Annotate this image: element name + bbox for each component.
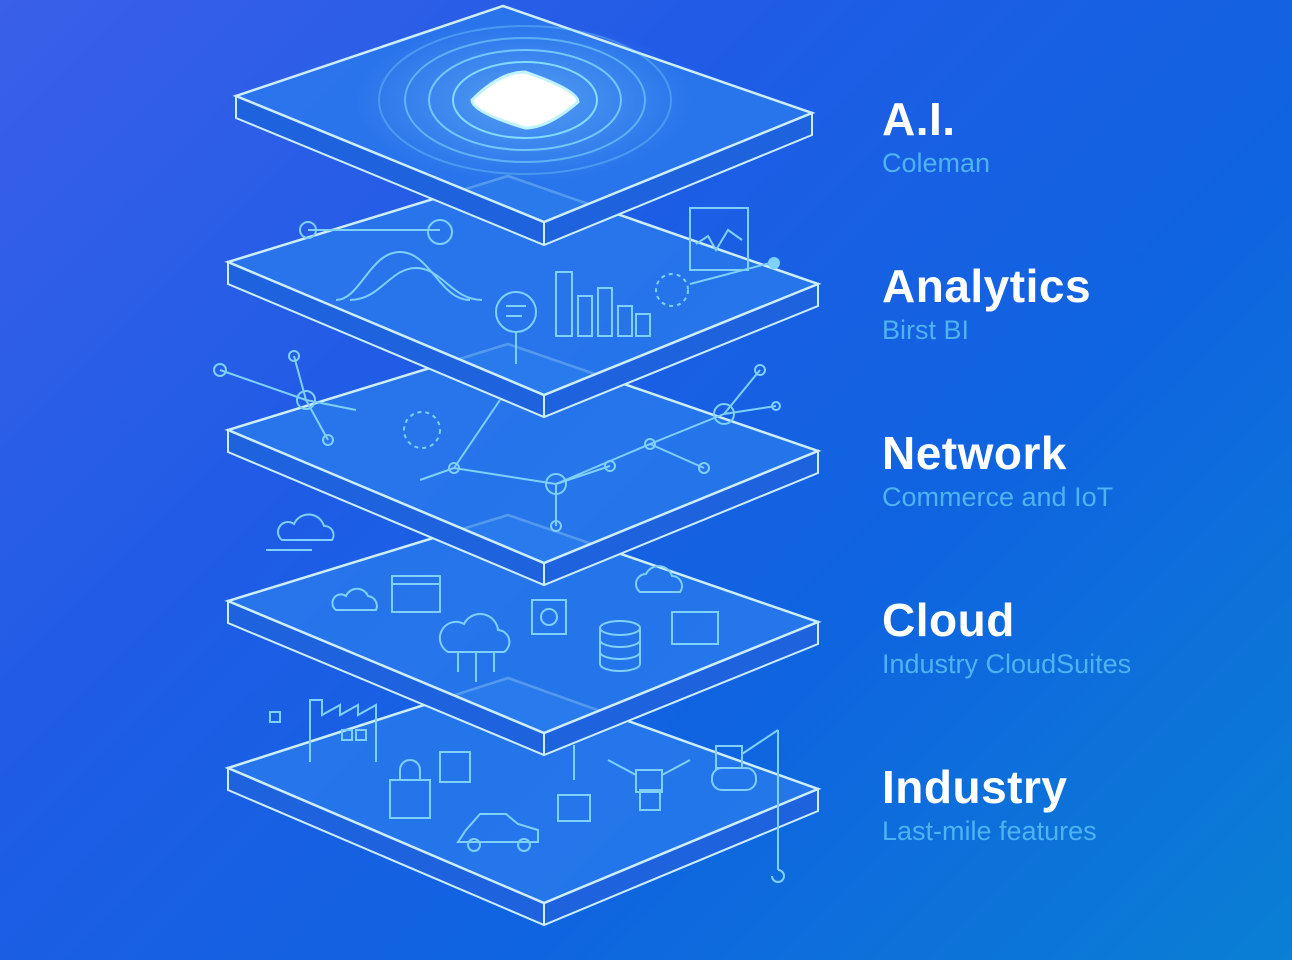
- container-crane-icon: [557, 745, 591, 822]
- ai-chip-icon: [378, 25, 672, 175]
- charts-icon: [299, 207, 780, 364]
- label-industry-subtitle: Last-mile features: [882, 816, 1097, 846]
- label-industry: Industry Last-mile features: [882, 761, 1097, 847]
- label-analytics-title: Analytics: [882, 260, 1092, 312]
- label-ai-subtitle: Coleman: [882, 148, 991, 178]
- label-cloud-subtitle: Industry CloudSuites: [882, 649, 1132, 679]
- label-analytics-subtitle: Birst BI: [882, 315, 970, 345]
- label-network-subtitle: Commerce and IoT: [882, 482, 1114, 512]
- factory-icon: [269, 699, 377, 762]
- label-cloud: Cloud Industry CloudSuites: [882, 594, 1131, 680]
- layer-industry-plate: [224, 676, 822, 927]
- network-graph-icon: [403, 364, 781, 532]
- label-network-title: Network: [882, 427, 1067, 479]
- floating-node-icon: [213, 350, 357, 446]
- label-industry-title: Industry: [882, 761, 1068, 813]
- drone-icon: [607, 759, 691, 811]
- label-ai-title: A.I.: [882, 93, 956, 145]
- layer-cloud-plate: [224, 513, 822, 757]
- layer-analytics-plate: [224, 174, 822, 419]
- layer-ai-plate: [232, 4, 816, 247]
- label-ai: A.I. Coleman: [882, 93, 990, 179]
- layer-network-plate: [224, 342, 822, 587]
- excavator-icon: [711, 729, 785, 883]
- cloud-database-icon: [331, 565, 719, 682]
- floating-cloud-icon: [266, 513, 335, 551]
- shopping-bag-icon: [389, 751, 471, 819]
- label-cloud-title: Cloud: [882, 594, 1015, 646]
- car-icon: [456, 813, 539, 852]
- label-network: Network Commerce and IoT: [882, 427, 1113, 513]
- label-analytics: Analytics Birst BI: [882, 260, 1091, 346]
